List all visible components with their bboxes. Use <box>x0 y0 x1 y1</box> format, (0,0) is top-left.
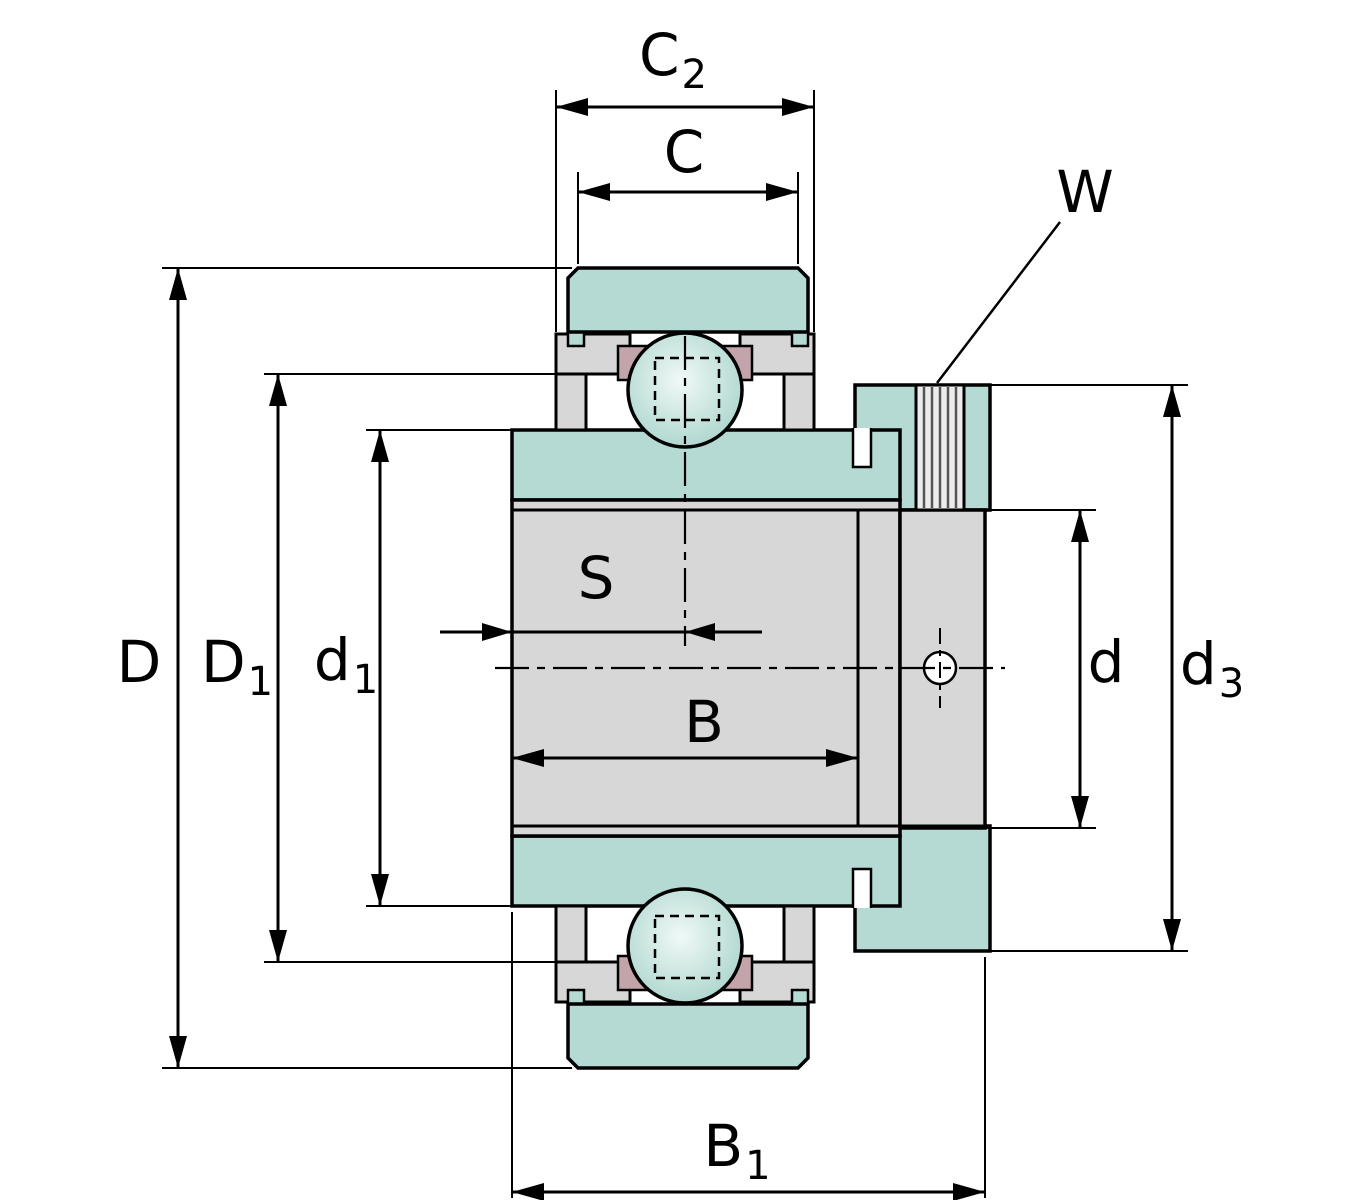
cage-sections <box>653 356 721 980</box>
dim-label-D1: D1 <box>200 628 274 705</box>
dim-label-C2: C2 <box>639 21 707 98</box>
dim-label-d1: d1 <box>313 626 379 703</box>
dim-label-d3: d3 <box>1179 630 1245 707</box>
dim-label-W: W <box>1056 158 1114 226</box>
bearing-balls <box>626 331 744 1005</box>
collar-slots <box>851 428 873 908</box>
dimension-lines <box>162 90 1188 1200</box>
dim-label-d: d <box>1087 628 1125 696</box>
dim-label-D: D <box>116 628 162 696</box>
outer-ring <box>566 266 810 1070</box>
screw-hole <box>922 628 958 708</box>
dim-label-C: C <box>663 118 705 186</box>
dim-label-B1: B1 <box>703 1112 771 1189</box>
set-screw <box>914 383 966 512</box>
dim-label-S: S <box>577 544 615 612</box>
dim-label-B: B <box>684 688 724 756</box>
centerlines <box>495 336 1005 670</box>
